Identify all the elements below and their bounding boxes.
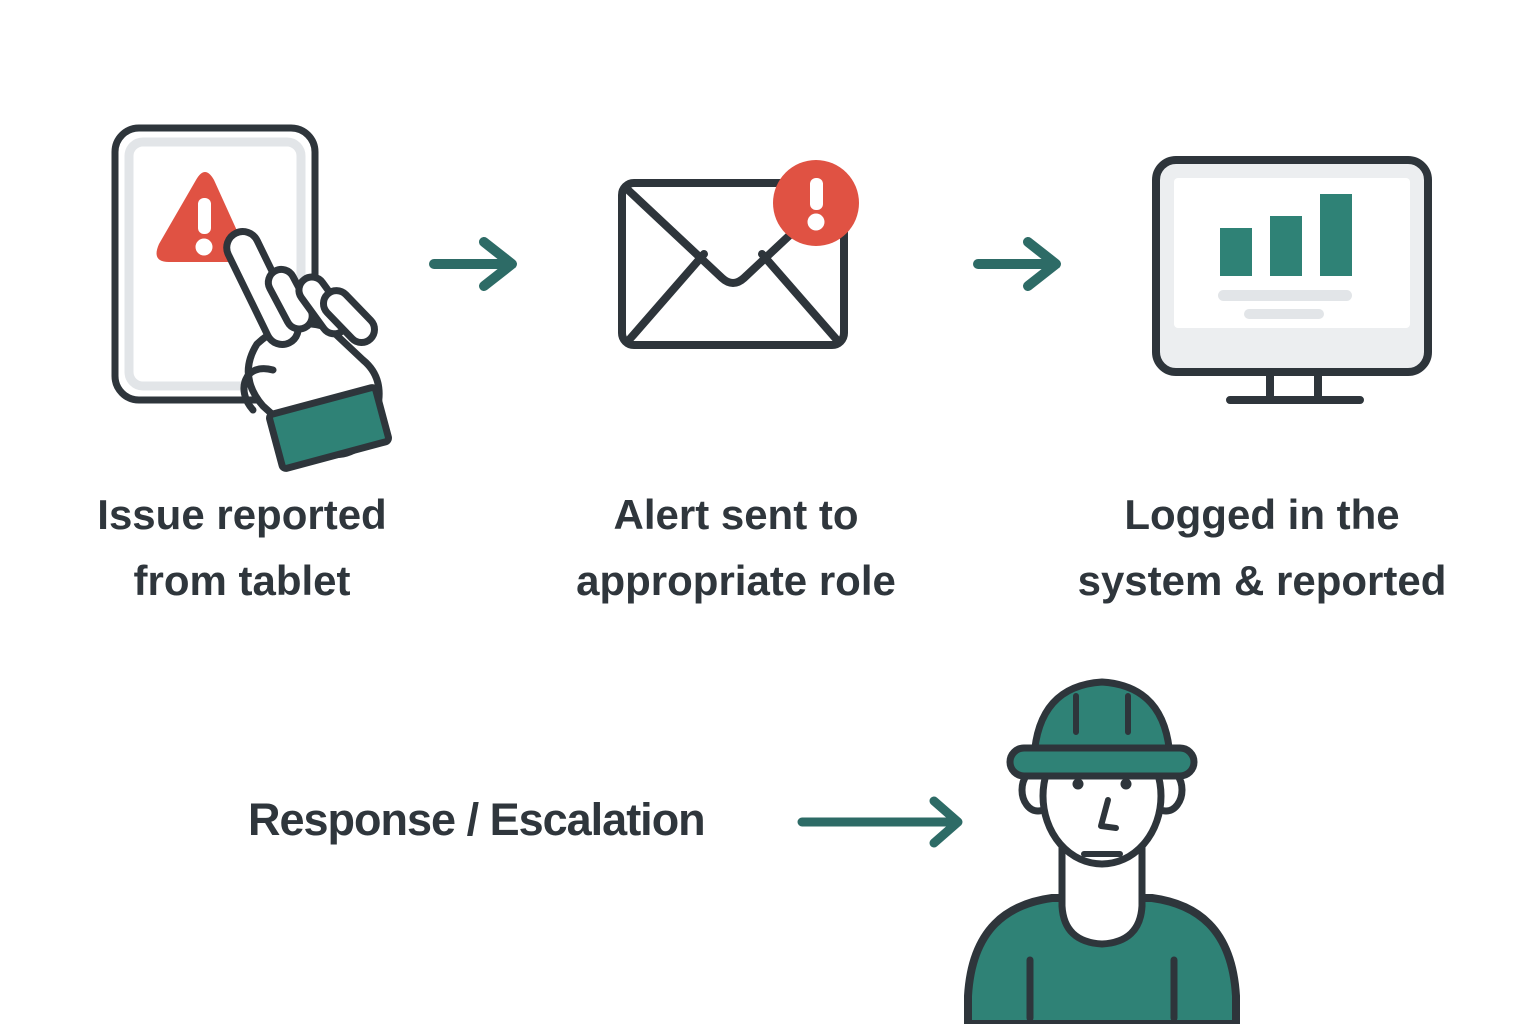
- step-label-logged-in-system: Logged in the system & reported: [1042, 482, 1482, 614]
- step-label-line: Logged in the: [1124, 491, 1400, 538]
- construction-worker-icon: [952, 660, 1252, 1024]
- step-label-line: Alert sent to: [613, 491, 859, 538]
- right-arrow-icon: [428, 234, 528, 294]
- step-label-line: appropriate role: [576, 557, 896, 604]
- step-label-line: system & reported: [1077, 557, 1447, 604]
- right-arrow-icon: [792, 794, 977, 850]
- monitor-bar-chart-icon: [1148, 152, 1438, 412]
- tablet-warning-tap-icon: [105, 118, 415, 510]
- step-label-line: from tablet: [133, 557, 351, 604]
- tap-hand-icon: [223, 228, 392, 472]
- monitor-stand: [1226, 368, 1364, 404]
- sleeve-cuff: [266, 384, 392, 472]
- email-alert-icon: [612, 158, 877, 373]
- hard-hat-icon: [1006, 678, 1198, 780]
- step-label-line: Issue reported: [97, 491, 387, 538]
- right-arrow-icon: [972, 234, 1072, 294]
- worker-neck: [1058, 842, 1146, 948]
- worker-face: [1072, 778, 1132, 857]
- response-escalation-label: Response / Escalation: [248, 794, 706, 845]
- step-label-issue-reported: Issue reported from tablet: [42, 482, 442, 614]
- worker-torso: [964, 894, 1240, 1024]
- step-label-alert-sent: Alert sent to appropriate role: [536, 482, 936, 614]
- bar-chart-icon: [1218, 194, 1352, 319]
